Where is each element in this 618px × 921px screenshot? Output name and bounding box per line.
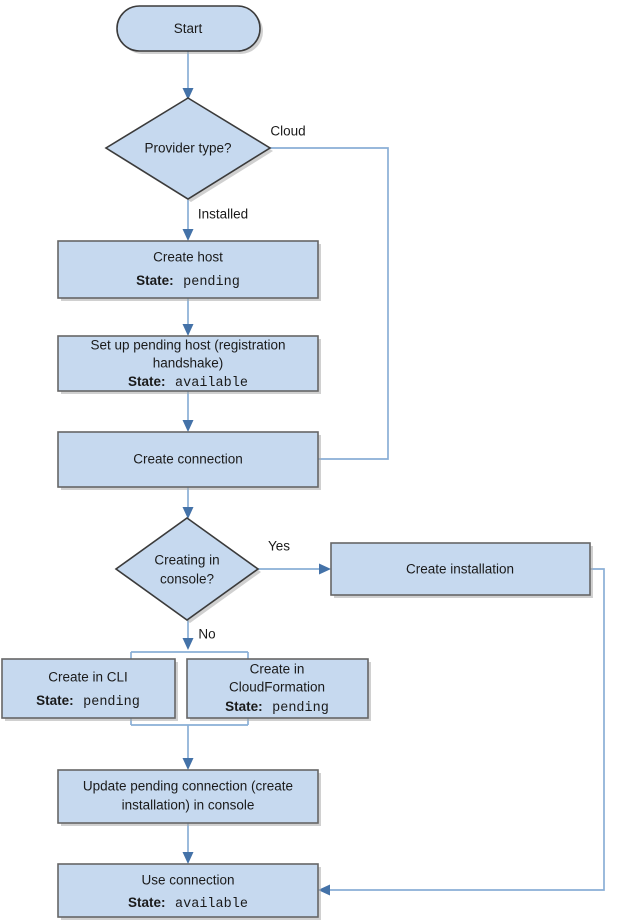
edge-label-no: No — [198, 627, 215, 642]
edge-connection-to-console — [182, 487, 194, 519]
state-value-create-in-cloudformation: pending — [272, 701, 329, 716]
edge-label-cloud: Cloud — [270, 124, 305, 139]
node-update-pending-connection[interactable]: Update pending connection (create instal… — [57, 769, 321, 826]
node-start[interactable]: Start — [116, 5, 263, 54]
node-create-in-cli-label: Create in CLI — [48, 670, 128, 685]
state-label-create-in-cloudformation: State: — [225, 699, 263, 714]
edge-update-to-use — [182, 823, 194, 864]
edge-start-to-provider — [182, 51, 194, 100]
node-use-connection[interactable]: Use connection State: available — [57, 863, 321, 920]
node-create-host-label: Create host — [153, 250, 223, 265]
node-update-pending-connection-label-line1: Update pending connection (create — [83, 779, 293, 794]
node-setup-pending-host-label-line2: handshake) — [153, 356, 224, 371]
edge-provider-installed — [182, 200, 194, 241]
edge-label-installed: Installed — [198, 207, 248, 222]
node-update-pending-connection-label-line2: installation) in console — [122, 798, 255, 813]
edge-host-to-setup — [182, 298, 194, 336]
state-label-create-in-cli: State: — [36, 693, 74, 708]
node-creating-in-console[interactable]: Creating in console? — [114, 517, 261, 623]
state-value-create-in-cli: pending — [83, 695, 140, 710]
state-value-setup-pending-host: available — [175, 376, 248, 391]
edge-provider-cloud — [200, 147, 389, 465]
node-use-connection-state: State: available — [128, 894, 248, 911]
node-create-connection[interactable]: Create connection — [57, 431, 321, 490]
edge-console-no — [130, 620, 249, 659]
node-create-in-cloudformation[interactable]: Create in CloudFormation State: pending — [186, 658, 371, 721]
node-create-in-cloudformation-label-line1: Create in — [250, 662, 305, 677]
edge-label-yes: Yes — [268, 539, 290, 554]
node-setup-pending-host[interactable]: Set up pending host (registration handsh… — [57, 335, 321, 394]
node-provider-type[interactable]: Provider type? — [104, 97, 273, 202]
node-create-in-cloudformation-label-line2: CloudFormation — [229, 680, 325, 695]
node-create-in-cloudformation-state: State: pending — [225, 698, 329, 715]
node-create-host[interactable]: Create host State: pending — [57, 240, 321, 301]
edge-console-yes — [258, 563, 331, 575]
node-use-connection-label: Use connection — [141, 873, 234, 888]
edge-setup-to-connection — [182, 391, 194, 432]
state-value-create-host: pending — [183, 275, 240, 290]
node-creating-in-console-label-line1: Creating in — [154, 553, 219, 568]
node-start-label: Start — [174, 21, 203, 36]
node-create-connection-label: Create connection — [133, 452, 243, 467]
edge-installation-to-use — [318, 568, 605, 896]
node-create-in-cli-state: State: pending — [36, 692, 140, 709]
node-create-host-state: State: pending — [136, 272, 240, 289]
node-setup-pending-host-label-line1: Set up pending host (registration — [90, 338, 285, 353]
state-label-setup-pending-host: State: — [128, 374, 166, 389]
edge-cli-cfn-merge-to-update — [130, 718, 249, 770]
state-value-use-connection: available — [175, 897, 248, 912]
node-setup-pending-host-state: State: available — [128, 373, 248, 390]
state-label-use-connection: State: — [128, 895, 166, 910]
node-create-in-cli[interactable]: Create in CLI State: pending — [1, 658, 178, 721]
node-create-installation[interactable]: Create installation — [330, 542, 593, 598]
node-create-installation-label: Create installation — [406, 562, 514, 577]
node-creating-in-console-label-line2: console? — [160, 572, 214, 587]
node-provider-type-label: Provider type? — [144, 141, 231, 156]
state-label-create-host: State: — [136, 273, 174, 288]
